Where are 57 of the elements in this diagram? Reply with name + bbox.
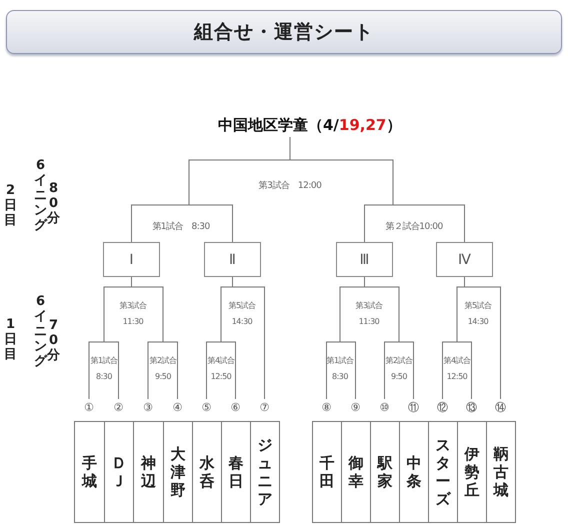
day-note: 2日目 xyxy=(4,183,17,228)
match-label: 第3試合 12:00 xyxy=(258,180,322,193)
entry-number: ⑬ xyxy=(465,401,478,415)
title-banner: 組合せ・運営シート xyxy=(6,10,562,54)
team-cell: 御幸 xyxy=(341,421,371,523)
team-cell: 手城 xyxy=(74,421,105,523)
day-note: 80分 xyxy=(47,181,60,226)
entry-number: ⑦ xyxy=(258,401,270,415)
entry-number: ⑥ xyxy=(230,401,242,415)
block-box: Ⅱ xyxy=(204,242,261,277)
team-cell: スターズ xyxy=(428,421,458,523)
entry-number: ③ xyxy=(142,401,154,415)
block-box: Ⅰ xyxy=(103,242,160,277)
match-label: 第4試合 12:50 xyxy=(443,355,471,383)
entry-number: ⑧ xyxy=(320,401,332,415)
team-cell: 千田 xyxy=(312,421,342,523)
match-label: 第２試合10:00 xyxy=(384,220,444,234)
bracket-line xyxy=(131,276,178,400)
entry-number: ⑪ xyxy=(407,401,420,415)
team-cell: 鞆古城 xyxy=(486,421,516,523)
match-label: 第4試合 12:50 xyxy=(207,355,235,383)
tournament-title: 中国地区学童（4/19,27） xyxy=(218,116,402,135)
match-label: 第3試合 11:30 xyxy=(119,300,147,328)
day-note: 6イニング xyxy=(34,158,47,233)
entry-number: ① xyxy=(83,401,95,415)
bracket-line xyxy=(232,276,265,400)
block-box: Ⅳ xyxy=(436,242,493,277)
entry-number: ⑩ xyxy=(378,401,390,415)
bracket-line xyxy=(464,276,501,400)
team-cell: 駅家 xyxy=(370,421,400,523)
day-note: 6イニング xyxy=(34,294,47,369)
entry-number: ④ xyxy=(172,401,184,415)
team-cell: ＤＪ xyxy=(104,421,134,523)
match-label: 第1試合 8:30 xyxy=(151,220,211,234)
team-cell: ジュニア xyxy=(250,421,280,523)
team-cell: 中条 xyxy=(399,421,429,523)
entry-number: ② xyxy=(112,401,124,415)
match-label: 第3試合 11:30 xyxy=(355,300,383,328)
match-label: 第5試合 14:30 xyxy=(464,300,492,328)
match-label: 第2試合 9:50 xyxy=(149,355,177,383)
block-box: Ⅲ xyxy=(336,242,393,277)
entry-number: ⑭ xyxy=(494,401,507,415)
entry-number: ⑫ xyxy=(436,401,449,415)
entry-number: ⑨ xyxy=(350,401,362,415)
team-cell: 大津野 xyxy=(163,421,193,523)
day-note: 70分 xyxy=(47,318,60,363)
team-cell: 伊勢丘 xyxy=(457,421,487,523)
team-cell: 水呑 xyxy=(192,421,222,523)
day-note: 1日目 xyxy=(4,317,17,362)
entry-number: ⑤ xyxy=(200,401,212,415)
match-label: 第5試合 14:30 xyxy=(228,300,256,328)
team-cell: 神辺 xyxy=(133,421,164,523)
match-label: 第2試合 9:50 xyxy=(385,355,413,383)
match-label: 第1試合 8:30 xyxy=(90,355,118,383)
bracket-line xyxy=(364,276,414,400)
team-cell: 春日 xyxy=(221,421,251,523)
bracket-line xyxy=(290,136,465,242)
